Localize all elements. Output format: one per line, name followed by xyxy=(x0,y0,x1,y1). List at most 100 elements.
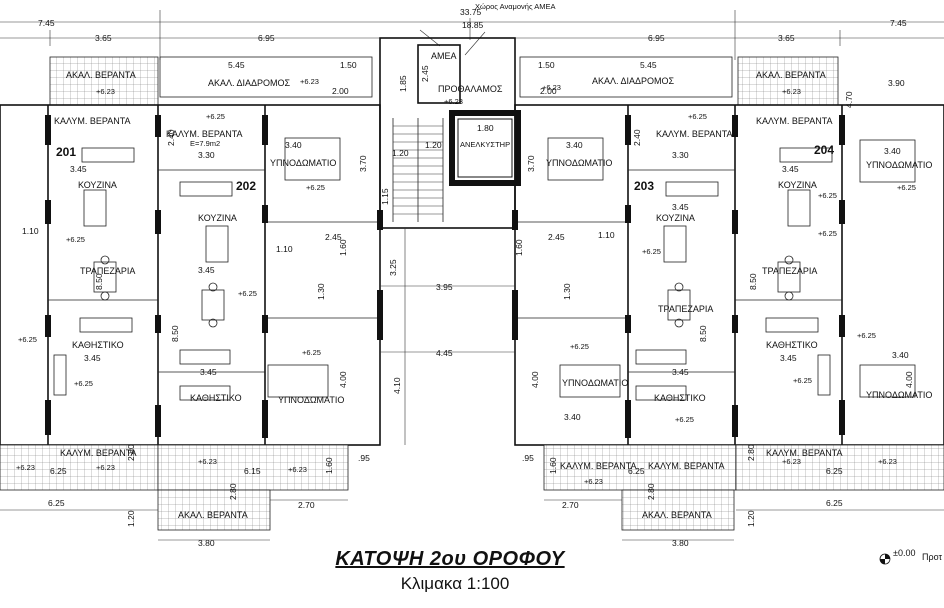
dim-615: 6.15 xyxy=(244,466,261,476)
label-lift: ΑΝΕΛΚΥΣΤΗΡ xyxy=(460,140,510,149)
label-bedroom-202b: ΥΠΝΟΔΩΜΑΤΙΟ xyxy=(278,395,344,405)
label-bedroom-202a: ΥΠΝΟΔΩΜΑΤΙΟ xyxy=(270,158,336,168)
label-bedroom-203a: ΥΠΝΟΔΩΜΑΤΙΟ xyxy=(546,158,612,168)
dim-150-r: 1.50 xyxy=(538,60,555,70)
dim-120-a: 1.20 xyxy=(126,510,136,527)
dim-120-b: 1.20 xyxy=(746,510,756,527)
lvl-b: +6.25 xyxy=(18,335,37,344)
dim-380-b: 3.80 xyxy=(672,538,689,548)
dim-245-b: 2.45 xyxy=(548,232,565,242)
dim-245: 2.45 xyxy=(420,65,430,82)
dim-625-d: 6.25 xyxy=(826,498,843,508)
dim-410: 4.10 xyxy=(392,377,402,394)
dim-345-d: 3.45 xyxy=(782,164,799,174)
dim-330-a: 3.30 xyxy=(198,150,215,160)
dim-340-e: 3.40 xyxy=(892,350,909,360)
dim-right-edge: 7.45 xyxy=(890,18,907,28)
lvl-v6: +6.23 xyxy=(782,457,801,466)
label-open-bottom-202: ΑΚΑΛ. ΒΕΡΑΝΤΑ xyxy=(178,510,248,520)
dim-340-c: 3.40 xyxy=(884,146,901,156)
dim-625-a: 6.25 xyxy=(50,466,67,476)
dim-160-d: 1.60 xyxy=(548,457,558,474)
lvl-o: +6.25 xyxy=(206,112,225,121)
datum-level: ±0.00 xyxy=(893,548,916,558)
dim-160-b: 1.60 xyxy=(514,239,524,256)
building-walls xyxy=(0,104,944,446)
unit-201: 201 xyxy=(56,145,76,159)
lvl-v2: +6.23 xyxy=(96,463,115,472)
dim-470: 4.70 xyxy=(844,91,854,108)
dim-110-b: 1.10 xyxy=(276,244,293,254)
lvl-g: +6.25 xyxy=(642,247,661,256)
bottom-dimension-lines xyxy=(0,499,944,541)
veranda-bottom-202 xyxy=(157,444,349,491)
dim-625-b: 6.25 xyxy=(48,498,65,508)
dim-340-a: 3.40 xyxy=(285,140,302,150)
label-corridor-left: ΑΚΑΛ. ΔΙΑΔΡΟΜΟΣ xyxy=(208,78,291,88)
label-bedroom-204a: ΥΠΝΟΔΩΜΑΤΙΟ xyxy=(866,160,932,170)
lvl-p: +6.25 xyxy=(688,112,707,121)
label-kitchen-202: ΚΟΥΖΙΝΑ xyxy=(198,213,237,223)
dim-280-d: 2.80 xyxy=(746,444,756,461)
label-bedroom-203b: ΥΠΝΟΔΩΜΑΤΙΟ xyxy=(562,378,628,388)
dim-095-b: .95 xyxy=(522,453,534,463)
label-kitchen-204: ΚΟΥΖΙΝΑ xyxy=(778,180,817,190)
label-corridor-right: ΑΚΑΛ. ΔΙΑΔΡΟΜΟΣ xyxy=(592,76,675,86)
corridor-right xyxy=(519,56,733,98)
label-living-203: ΚΑΘΗΣΤΙΚΟ xyxy=(654,393,706,403)
dim-380-a: 3.80 xyxy=(198,538,215,548)
lvl-c: +6.25 xyxy=(74,379,93,388)
dim-330-b: 3.30 xyxy=(672,150,689,160)
dim-345-a: 3.45 xyxy=(70,164,87,174)
level-veranda-tr: +6.23 xyxy=(782,87,801,96)
dim-325: 3.25 xyxy=(388,259,398,276)
level-corridor-l: +6.23 xyxy=(300,77,319,86)
lvl-v5: +6.23 xyxy=(584,477,603,486)
datum-label: Προτ xyxy=(922,552,943,562)
label-open-bottom-203: ΑΚΑΛ. ΒΕΡΑΝΤΑ xyxy=(642,510,712,520)
lvl-i: +6.25 xyxy=(675,415,694,424)
furniture xyxy=(53,137,916,401)
level-lobby: +6.23 xyxy=(444,97,463,106)
dim-340-b: 3.40 xyxy=(566,140,583,150)
dim-150-l: 1.50 xyxy=(340,60,357,70)
unit-202: 202 xyxy=(236,179,256,193)
open-veranda-203 xyxy=(621,489,735,531)
label-living-204: ΚΑΘΗΣΤΙΚΟ xyxy=(766,340,818,350)
dim-345-e: 3.45 xyxy=(84,353,101,363)
dim-395: 3.95 xyxy=(436,282,453,292)
label-cov-veranda-203: ΚΑΛΥΜ. ΒΕΡΑΝΤΑ xyxy=(656,129,733,139)
dim-270-b: 2.70 xyxy=(562,500,579,510)
dim-445: 4.45 xyxy=(436,348,453,358)
amea-waiting xyxy=(417,44,461,104)
label-cov-bottom-203a: ΚΑΛΥΜ. ΒΕΡΑΝΤΑ xyxy=(560,461,637,471)
top-note: Χώρος Αναμονής ΑΜΕΑ xyxy=(475,2,556,11)
lvl-k: +6.25 xyxy=(818,229,837,238)
unit-203: 203 xyxy=(634,179,654,193)
dim-160-a: 1.60 xyxy=(338,239,348,256)
dim-r1: 6.95 xyxy=(648,33,665,43)
dim-115: 1.15 xyxy=(380,188,390,205)
central-core xyxy=(379,37,521,445)
dim-400-b: 4.00 xyxy=(530,371,540,388)
dim-280-c: 2.80 xyxy=(646,483,656,500)
label-cov-veranda-201: ΚΑΛΥΜ. ΒΕΡΑΝΤΑ xyxy=(54,116,131,126)
dim-corridor-l: 5.45 xyxy=(228,60,245,70)
lvl-v4: +6.23 xyxy=(288,465,307,474)
dim-370-a: 3.70 xyxy=(358,155,368,172)
dim-185: 1.85 xyxy=(398,75,408,92)
label-kitchen-203: ΚΟΥΖΙΝΑ xyxy=(656,213,695,223)
dim-130-b: 1.30 xyxy=(562,283,572,300)
corridor-left xyxy=(159,56,373,98)
dim-345-b: 3.45 xyxy=(198,265,215,275)
lvl-n: +6.25 xyxy=(897,183,916,192)
dim-345-c: 3.45 xyxy=(672,202,689,212)
lvl-e: +6.25 xyxy=(238,289,257,298)
dim-110-a: 1.10 xyxy=(22,226,39,236)
label-cov-bottom-203b: ΚΑΛΥΜ. ΒΕΡΑΝΤΑ xyxy=(648,461,725,471)
level-corridor-r: +6.23 xyxy=(542,83,561,92)
dim-400-c: 4.00 xyxy=(904,371,914,388)
label-living-202: ΚΑΘΗΣΤΙΚΟ xyxy=(190,393,242,403)
dim-625-e: 6.25 xyxy=(628,466,645,476)
